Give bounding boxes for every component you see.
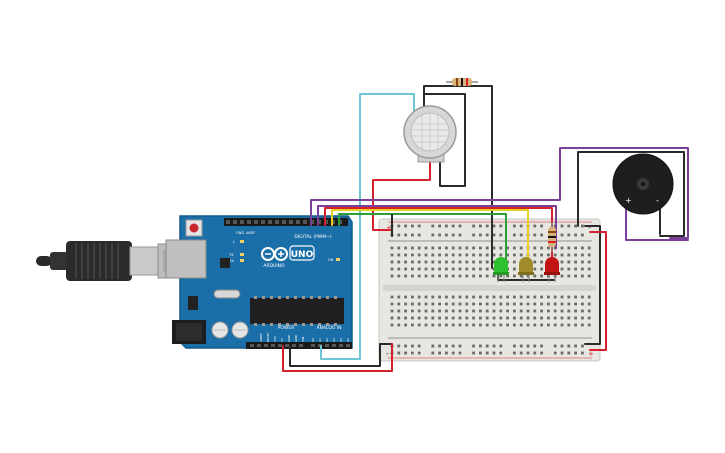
crystal — [213, 289, 241, 299]
analog-pin-a0: A0 — [311, 338, 315, 342]
wire-sensor-vcc[interactable] — [372, 159, 431, 231]
arduino-logo — [261, 247, 288, 261]
analog-pin-a3: A3 — [332, 338, 336, 342]
breadboard[interactable]: + - - + — [378, 218, 601, 362]
power-pin-gnd-2: GND — [294, 334, 298, 342]
rail-plus-bottom: + — [588, 350, 594, 358]
analog-pin-a2: A2 — [325, 338, 329, 342]
brand-label: ARDUINO — [263, 263, 285, 269]
analog-pin-a5: A5 — [346, 338, 350, 342]
power-pin-5v: 5V — [280, 337, 284, 342]
usb-chip — [220, 258, 230, 268]
buzzer-plus-label: + — [625, 196, 632, 205]
wire-sensor-out[interactable] — [423, 93, 466, 187]
arduino-uno-board[interactable]: DIGITAL (PWM~) AREF GND L TX RX ON UNO A… — [165, 215, 353, 349]
led-red[interactable] — [544, 257, 560, 282]
rx-label: RX — [229, 259, 234, 263]
analog-pin-a4: A4 — [339, 338, 343, 342]
resistor-led[interactable] — [548, 222, 556, 252]
digital-label: DIGITAL (PWM~) — [294, 234, 332, 240]
wire-buzzer-gnd[interactable] — [577, 151, 685, 237]
power-pin-reset: RESET — [266, 332, 270, 342]
led-yellow[interactable] — [518, 257, 534, 282]
power-pin-ioref: IOREF — [259, 333, 263, 342]
wire-buzzer-plus[interactable] — [625, 205, 689, 241]
power-pin-3v3: 3V3 — [273, 336, 277, 342]
atmega-chip — [250, 298, 344, 324]
analog-pin-a1: A1 — [318, 338, 322, 342]
wire-5v-rail[interactable] — [282, 345, 393, 372]
regulator — [188, 296, 198, 310]
gas-sensor[interactable] — [403, 105, 457, 163]
wire-yellow-led[interactable] — [331, 209, 529, 261]
wire-buzzer-signal[interactable] — [310, 147, 689, 239]
tx-label: TX — [228, 253, 234, 257]
power-pin-gnd-1: GND — [287, 334, 291, 342]
on-label: ON — [328, 258, 334, 262]
power-pin-vin: VIN — [301, 337, 305, 342]
analog-label: ANALOG IN — [316, 325, 341, 331]
wire-sensor-analog[interactable] — [320, 93, 415, 360]
rail-plus-top: + — [386, 224, 392, 232]
usb-jack — [165, 239, 207, 279]
buzzer-minus-label: - — [656, 196, 659, 205]
l-led-label: L — [233, 240, 235, 244]
piezo-buzzer[interactable]: + - — [612, 153, 674, 215]
model-label: UNO — [291, 250, 314, 260]
power-label: POWER — [278, 325, 295, 331]
aref-label: AREF — [246, 231, 255, 235]
sensor-mesh — [412, 113, 448, 151]
rail-minus-top: - — [588, 223, 591, 232]
wire-gnd-right[interactable] — [584, 225, 601, 345]
led-green[interactable] — [493, 257, 509, 282]
wire-purple-led[interactable] — [317, 205, 557, 249]
rail-minus-bottom: - — [386, 349, 389, 358]
wire-5v-right[interactable] — [589, 231, 607, 351]
wire-green-led[interactable] — [338, 213, 507, 261]
resistor-sensor[interactable] — [446, 78, 478, 86]
wires — [282, 85, 689, 372]
gnd-label-top: GND — [236, 231, 244, 235]
wire-gnd-rail[interactable] — [289, 343, 393, 367]
